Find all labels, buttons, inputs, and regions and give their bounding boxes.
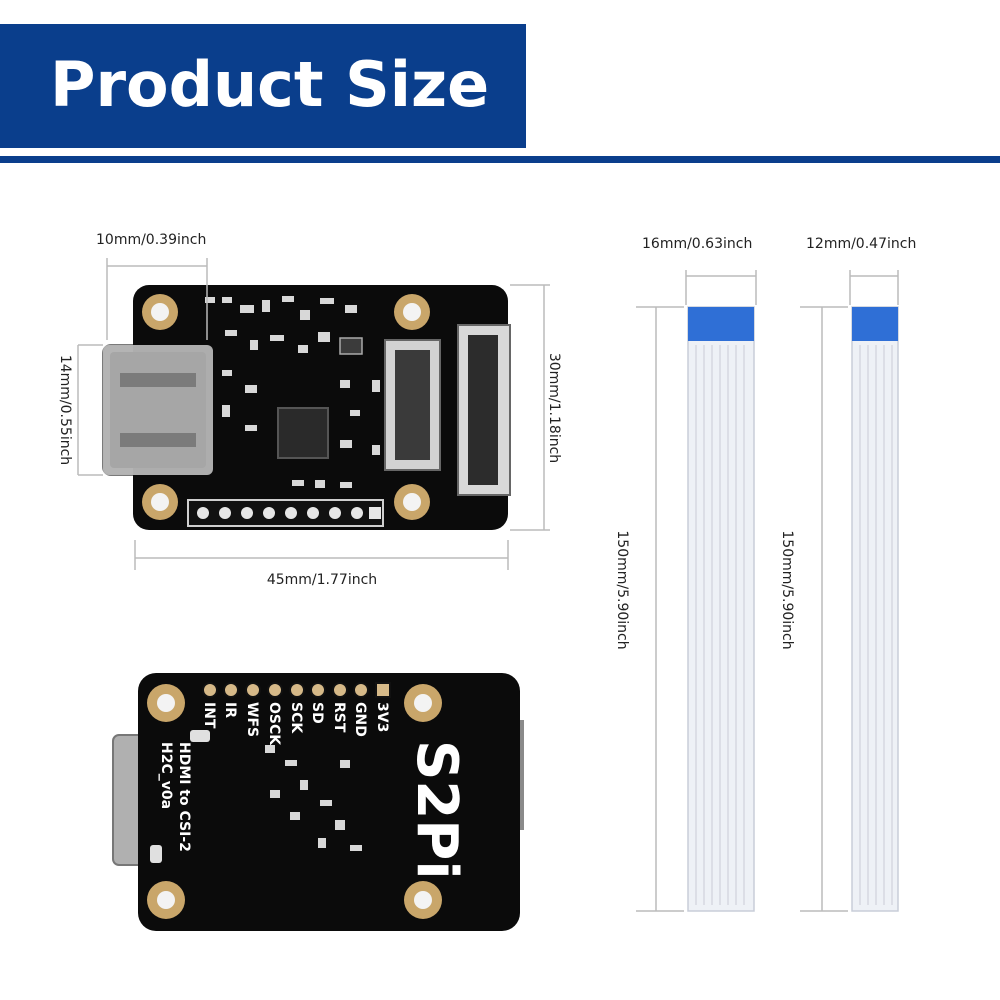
main-chip xyxy=(277,407,329,459)
pin-label: WFS xyxy=(244,702,260,737)
pin-label: INT xyxy=(201,702,217,729)
pin-label: GND xyxy=(352,702,368,737)
flex-cable-wide xyxy=(687,306,755,912)
hdmi-width-label: 10mm/0.39inch xyxy=(96,232,207,248)
board-top-view xyxy=(102,285,511,530)
banner-divider xyxy=(0,156,1000,163)
pin-header xyxy=(187,499,384,527)
pin-label: IR xyxy=(222,702,238,718)
pin-label: RST xyxy=(331,702,347,733)
cable-narrow-length-label: 150mm/5.90inch xyxy=(779,530,795,650)
brand-logo-text: S2Pi xyxy=(404,740,469,880)
hdmi-height-label: 14mm/0.55inch xyxy=(57,354,73,466)
flex-cable-narrow xyxy=(851,306,899,912)
pin-label: SCK xyxy=(288,702,304,734)
cable-wide-width-label: 16mm/0.63inch xyxy=(642,236,753,252)
pin-label: 3V3 xyxy=(374,702,390,732)
product-size-banner xyxy=(0,24,526,148)
banner-title: Product Size xyxy=(50,48,490,121)
cable-wide-length-label: 150mm/5.90inch xyxy=(614,530,630,650)
pin-label: OSCK xyxy=(266,702,282,746)
board-bottom-view: INT IR WFS OSCK SCK SD RST GND 3V3 S2Pi … xyxy=(112,673,524,931)
dimension-lines xyxy=(77,258,550,570)
model-line-1: HDMI to CSI-2 xyxy=(176,742,192,852)
model-line-2: H2C_v0a xyxy=(158,742,174,809)
board-height-label: 30mm/1.18inch xyxy=(546,352,562,464)
board-width-label: 45mm/1.77inch xyxy=(266,572,378,588)
cable-dimension-lines xyxy=(636,270,899,912)
cable-narrow-width-label: 12mm/0.47inch xyxy=(806,236,917,252)
pin-label: SD xyxy=(309,702,325,724)
